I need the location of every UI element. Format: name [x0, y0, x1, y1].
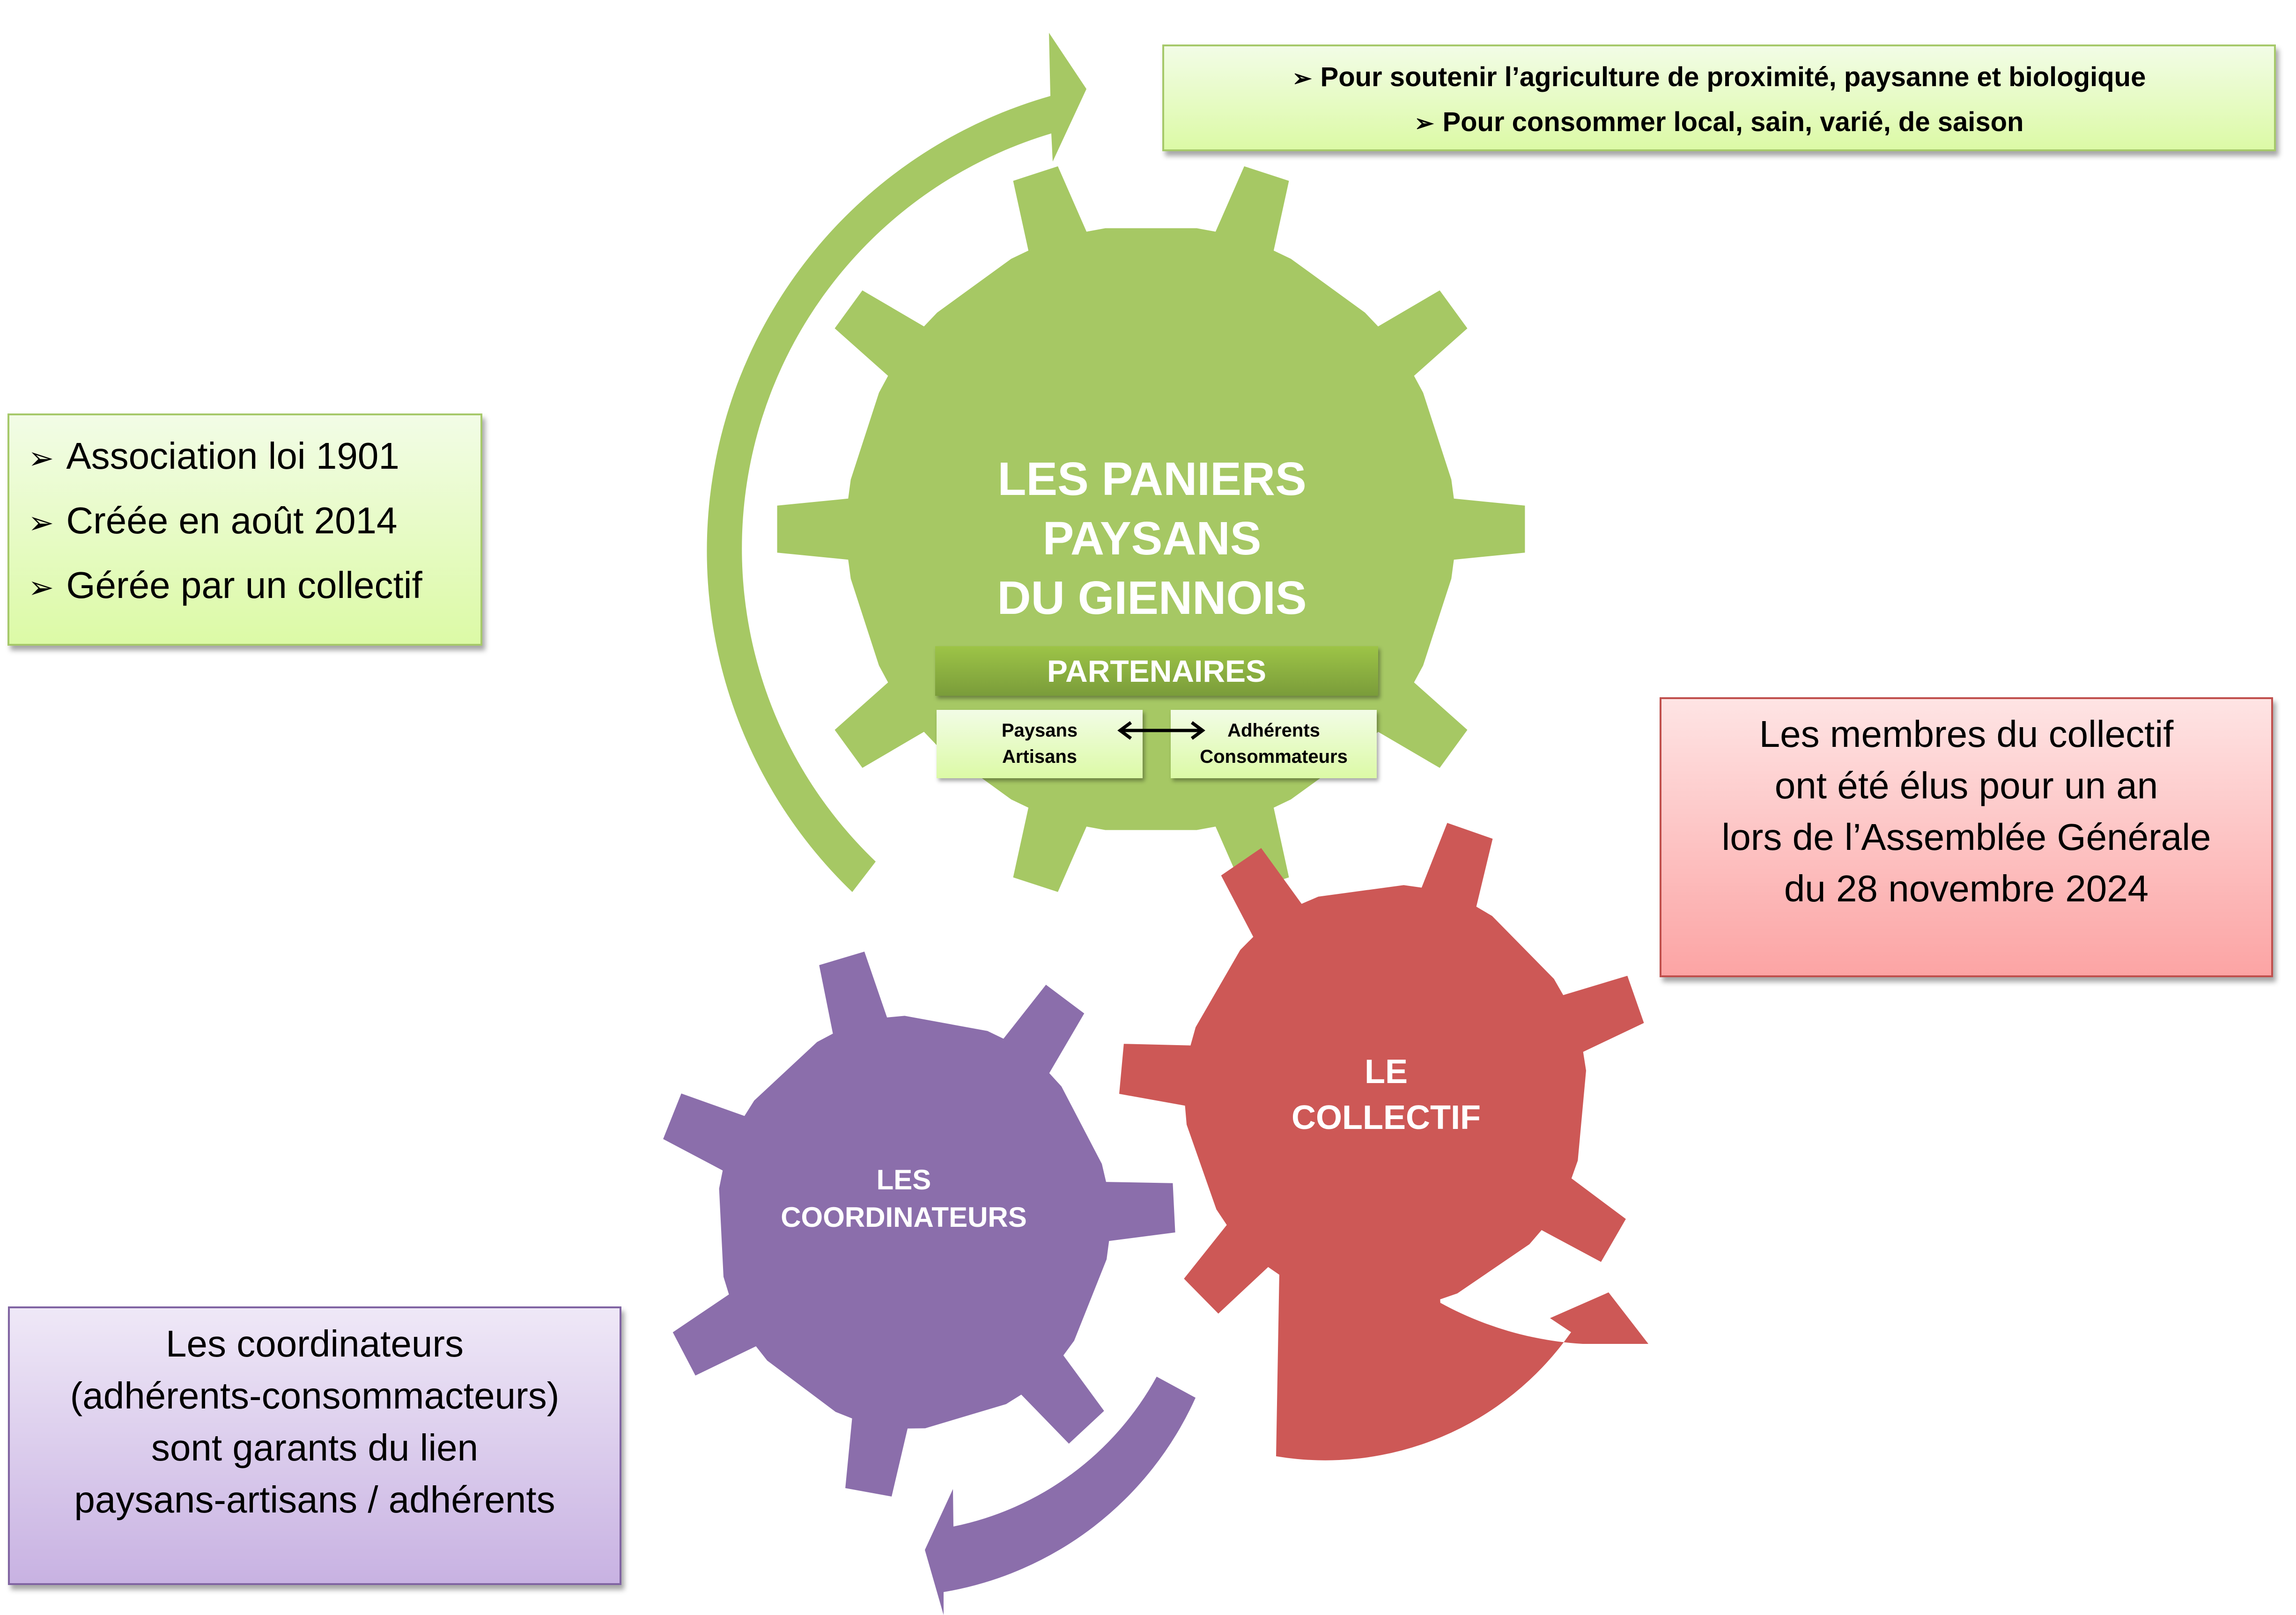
collectif-note-box: Les membres du collectif ont été élus po…	[1660, 697, 2273, 977]
double-arrow-icon	[1117, 721, 1205, 740]
coord-gear-title: LES COORDINATEURS	[781, 1164, 1027, 1233]
green-cycle-arrow	[707, 33, 1086, 892]
coord-note-box: Les coordinateurs (adhérents-consommacte…	[8, 1306, 621, 1585]
goal-item: ➢Pour consommer local, sain, varié, de s…	[1164, 100, 2274, 145]
partner-paysans-box: Paysans Artisans	[937, 710, 1143, 778]
collectif-gear	[1119, 823, 1644, 1376]
arrowhead-bullet-icon: ➢	[28, 570, 54, 605]
collectif-gear-shape	[1119, 823, 1644, 1376]
note-line: lors de l’Assemblée Générale	[1721, 816, 2211, 858]
note-line: Les membres du collectif	[1759, 713, 2174, 755]
coord-gear	[663, 951, 1175, 1497]
coord-gear-shape	[663, 951, 1175, 1497]
arrowhead-bullet-icon: ➢	[1292, 65, 1312, 91]
note-line: ont été élus pour un an	[1774, 765, 2158, 806]
arrowhead-bullet-icon: ➢	[1414, 110, 1434, 136]
note-line: paysans-artisans / adhérents	[74, 1479, 555, 1520]
collectif-gear-title: LE COLLECTIF	[1292, 1053, 1481, 1136]
note-line: du 28 novembre 2024	[1784, 868, 2149, 909]
note-line: Les coordinateurs	[166, 1323, 464, 1364]
red-cycle-arrow	[1276, 1112, 1648, 1460]
association-info-box: ➢Association loi 1901 ➢Créée en août 201…	[7, 413, 482, 646]
main-gear-title: LES PANIERS PAYSANS DU GIENNOIS	[997, 453, 1307, 624]
note-line: sont garants du lien	[151, 1427, 479, 1468]
arrowhead-bullet-icon: ➢	[28, 505, 54, 540]
info-item: ➢Association loi 1901	[28, 424, 480, 488]
purple-cycle-arrow	[925, 1377, 1196, 1615]
info-item: ➢Gérée par un collectif	[28, 553, 480, 618]
info-item: ➢Créée en août 2014	[28, 488, 480, 553]
note-line: (adhérents-consommacteurs)	[70, 1375, 560, 1416]
goal-item: ➢Pour soutenir l’agriculture de proximit…	[1164, 55, 2274, 100]
partenaires-header: PARTENAIRES	[935, 646, 1378, 696]
goals-box: ➢Pour soutenir l’agriculture de proximit…	[1162, 44, 2276, 151]
partner-adherents-box: Adhérents Consommateurs	[1171, 710, 1377, 778]
arrowhead-bullet-icon: ➢	[28, 441, 54, 475]
